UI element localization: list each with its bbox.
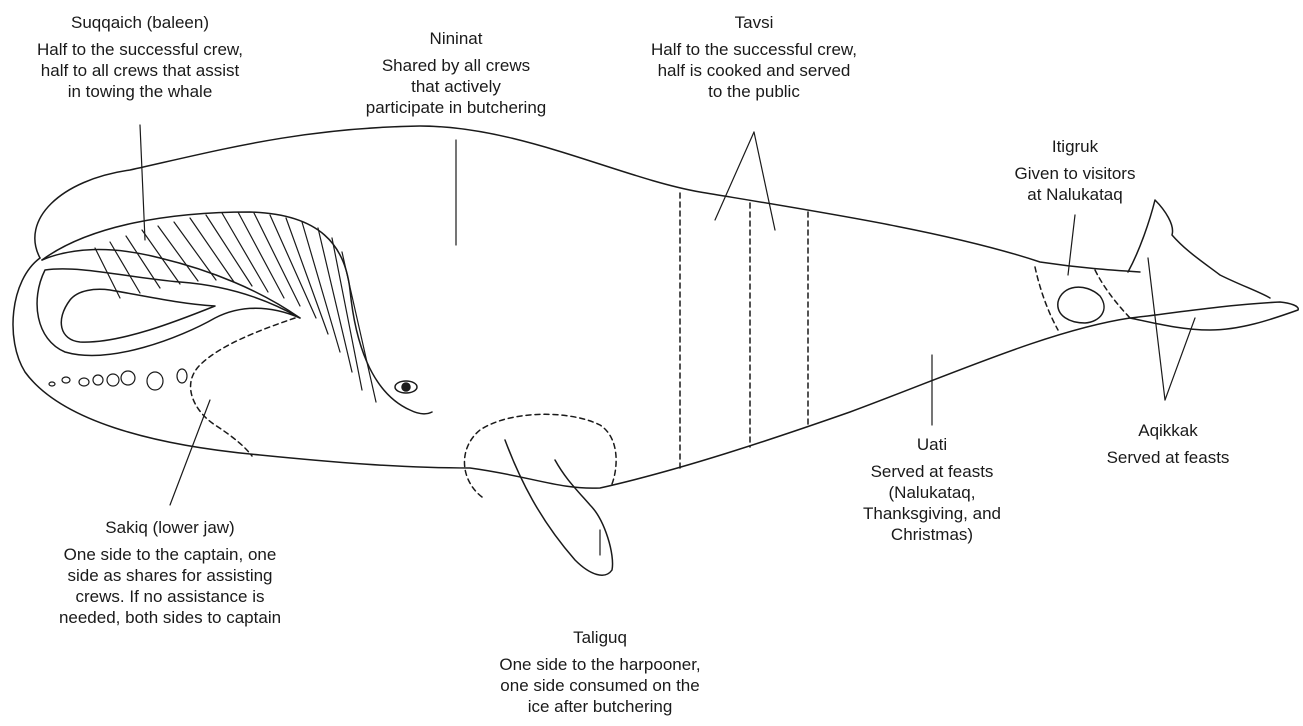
taliguq-name: Taliguq <box>499 627 700 648</box>
uati-desc: Served at feasts (Nalukataq, Thanksgivin… <box>863 461 1001 545</box>
itigruk-name: Itigruk <box>1015 136 1136 157</box>
leader-suqqaich <box>140 125 145 240</box>
taliguq-desc: One side to the harpooner, one side cons… <box>499 654 700 717</box>
sakiq-name: Sakiq (lower jaw) <box>59 517 281 538</box>
itigruk-dash-left <box>1035 267 1058 330</box>
tavsi-name: Tavsi <box>651 12 857 33</box>
leader-aqikkak-right <box>1165 318 1195 400</box>
nininat-desc: Shared by all crews that actively partic… <box>366 55 547 118</box>
aqikkak-label: Aqikkak Served at feasts <box>1107 420 1230 468</box>
tavsi-dividers <box>680 193 808 470</box>
aqikkak-desc: Served at feasts <box>1107 447 1230 468</box>
suqqaich-label: Suqqaich (baleen) Half to the successful… <box>37 12 243 102</box>
flipper-outline-dashed <box>464 414 616 497</box>
sakiq-label: Sakiq (lower jaw) One side to the captai… <box>59 517 281 628</box>
sakiq-desc: One side to the captain, one side as sha… <box>59 544 281 628</box>
lower-jaw-boundary <box>191 318 295 456</box>
whale-eye <box>395 381 417 393</box>
suqqaich-desc: Half to the successful crew, half to all… <box>37 39 243 102</box>
mouth-outer <box>37 269 300 356</box>
jaw-line <box>42 212 432 414</box>
suqqaich-name: Suqqaich (baleen) <box>37 12 243 33</box>
uati-label: Uati Served at feasts (Nalukataq, Thanks… <box>863 434 1001 545</box>
itigruk-label: Itigruk Given to visitors at Nalukataq <box>1015 136 1136 205</box>
leader-sakiq <box>170 400 210 505</box>
tavsi-desc: Half to the successful crew, half is coo… <box>651 39 857 102</box>
mouth-inner <box>61 289 215 342</box>
tail-fluke-upper <box>1128 200 1270 298</box>
aqikkak-name: Aqikkak <box>1107 420 1230 441</box>
leader-aqikkak-left <box>1148 258 1165 400</box>
itigruk-oval <box>1058 287 1104 323</box>
itigruk-desc: Given to visitors at Nalukataq <box>1015 163 1136 205</box>
flipper <box>505 440 613 575</box>
throat-spots <box>49 369 187 390</box>
nininat-label: Nininat Shared by all crews that activel… <box>366 28 547 118</box>
tavsi-label: Tavsi Half to the successful crew, half … <box>651 12 857 102</box>
baleen-plates <box>95 212 376 402</box>
uati-name: Uati <box>863 434 1001 455</box>
taliguq-label: Taliguq One side to the harpooner, one s… <box>499 627 700 717</box>
nininat-name: Nininat <box>366 28 547 49</box>
itigruk-dash-right <box>1095 270 1130 318</box>
whale-back-outline <box>35 126 1140 272</box>
leader-tavsi-left <box>715 132 754 220</box>
leader-tavsi-right <box>754 132 775 230</box>
